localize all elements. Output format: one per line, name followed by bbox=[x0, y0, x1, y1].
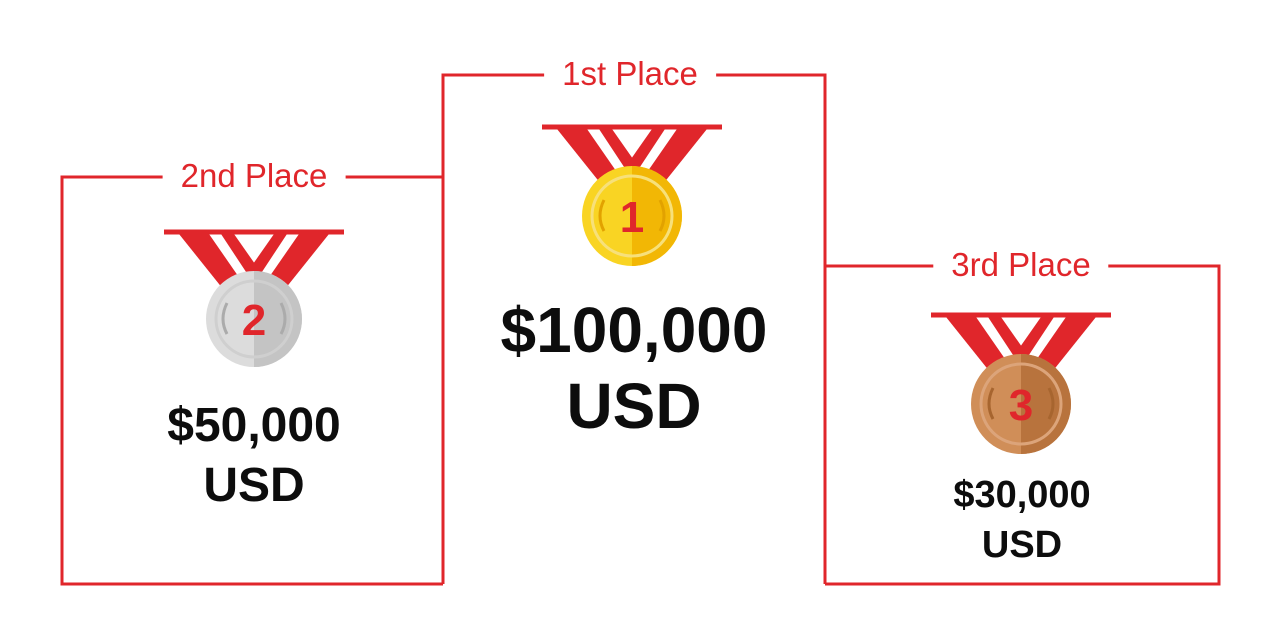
gold-medal-number: 1 bbox=[620, 193, 644, 242]
third-place-currency: USD bbox=[981, 524, 1063, 566]
silver-medal-icon: 2 bbox=[164, 229, 344, 367]
second-place-currency: USD bbox=[203, 459, 305, 512]
third-place-amount: $30,000 bbox=[953, 474, 1091, 516]
bronze-medal-icon: 3 bbox=[931, 312, 1111, 454]
first-place-label: 1st Place bbox=[544, 54, 716, 94]
first-place-prize: $100,000 USD bbox=[501, 292, 768, 444]
third-place-prize: $30,000 USD bbox=[953, 470, 1090, 570]
second-place-prize: $50,000 USD bbox=[167, 396, 341, 516]
silver-medal-number: 2 bbox=[242, 296, 266, 345]
second-place-label: 2nd Place bbox=[162, 156, 346, 196]
bronze-medal-number: 3 bbox=[1009, 381, 1033, 430]
second-place-amount: $50,000 bbox=[167, 399, 341, 452]
first-place-amount: $100,000 bbox=[500, 294, 768, 366]
gold-medal-icon: 1 bbox=[542, 124, 722, 266]
third-place-label: 3rd Place bbox=[933, 245, 1109, 285]
first-place-currency: USD bbox=[566, 370, 702, 442]
